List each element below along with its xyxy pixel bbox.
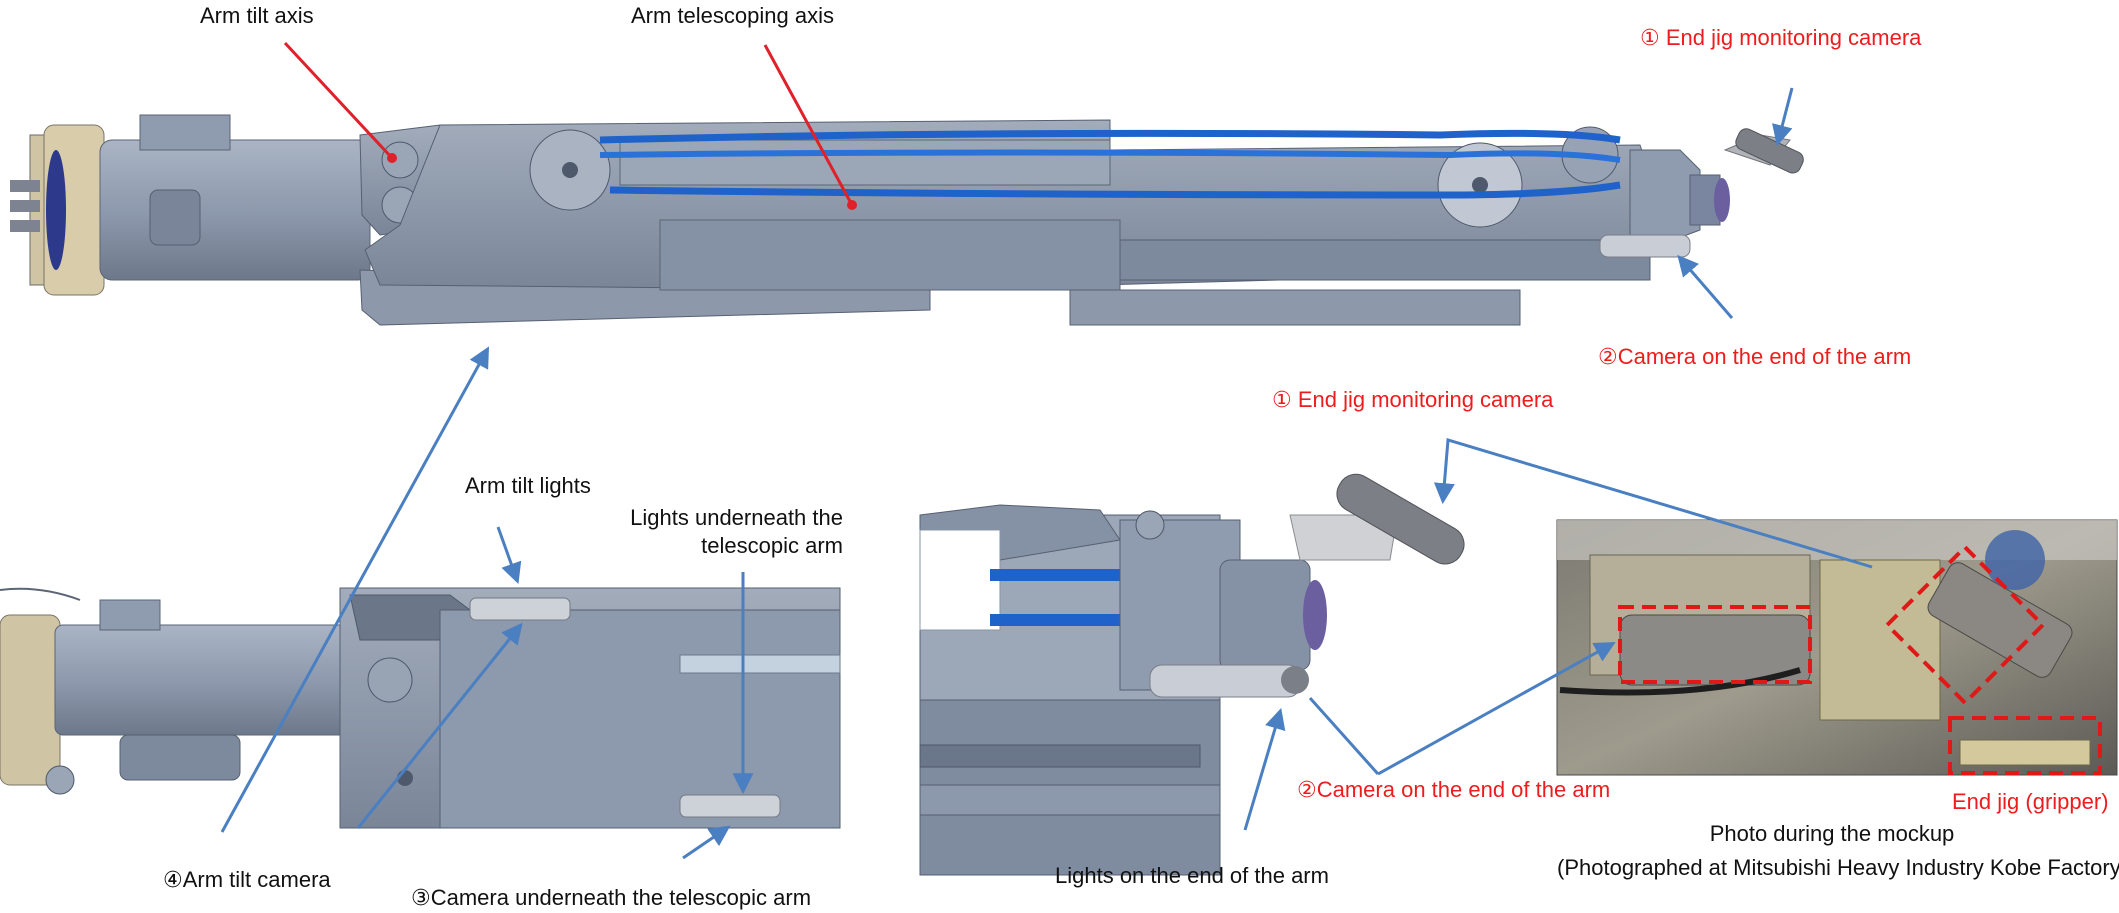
label-arm-tilt-lights: Arm tilt lights [465,473,591,498]
label-arm-telescoping-axis: Arm telescoping axis [631,3,834,28]
arrow-arm-telescoping-axis [763,44,854,206]
leader-arrows [220,41,1873,860]
bottom-left-detail-illustration [0,587,841,829]
label-arm-tilt-axis: Arm tilt axis [200,3,314,28]
arrow-camera-underneath [682,825,731,860]
label-end-jig-gripper: End jig (gripper) [1952,789,2109,814]
label-lights-end-arm: Lights on the end of the arm [1055,863,1329,888]
arrow-arm-tilt-camera [220,346,490,833]
mockup-photo [1556,519,2118,776]
label-end-jig-camera-mid: ① End jig monitoring camera [1272,387,1554,412]
label-camera-underneath: ③Camera underneath the telescopic arm [411,885,812,910]
label-lights-underneath-line2: telescopic arm [701,533,843,558]
label-lights-underneath: Lights underneath the telescopic arm [560,504,843,560]
arrow-arm-tilt-camera-detail [356,622,523,829]
arrow-arm-tilt-lights [496,526,522,584]
arrow-lights-end-arm [1243,707,1286,831]
label-end-jig-camera-top: ① End jig monitoring camera [1640,25,1922,50]
top-arm-illustration [10,114,1804,326]
label-camera-end-arm-top: ②Camera on the end of the arm [1598,344,1912,369]
photo-caption-line2: (Photographed at Mitsubishi Heavy Indust… [1557,855,2119,880]
label-arm-tilt-camera: ④Arm tilt camera [163,867,331,892]
arrow-camera-end-arm-bottom [1377,641,1616,776]
label-lights-underneath-line1: Lights underneath the [630,505,843,530]
photo-caption: Photo during the mockup (Photographed at… [1557,820,2119,882]
label-camera-end-arm-bottom: ②Camera on the end of the arm [1297,777,1611,802]
photo-caption-line1: Photo during the mockup [1709,821,1955,846]
arrow-end-jig-camera-mid [1433,438,1873,569]
bottom-middle-detail-illustration [919,473,1465,876]
arrow-end-jig-camera-top [1772,87,1794,147]
arrow-arm-tilt-axis [283,41,394,160]
arrow-camera-end-arm-top [1677,254,1734,319]
